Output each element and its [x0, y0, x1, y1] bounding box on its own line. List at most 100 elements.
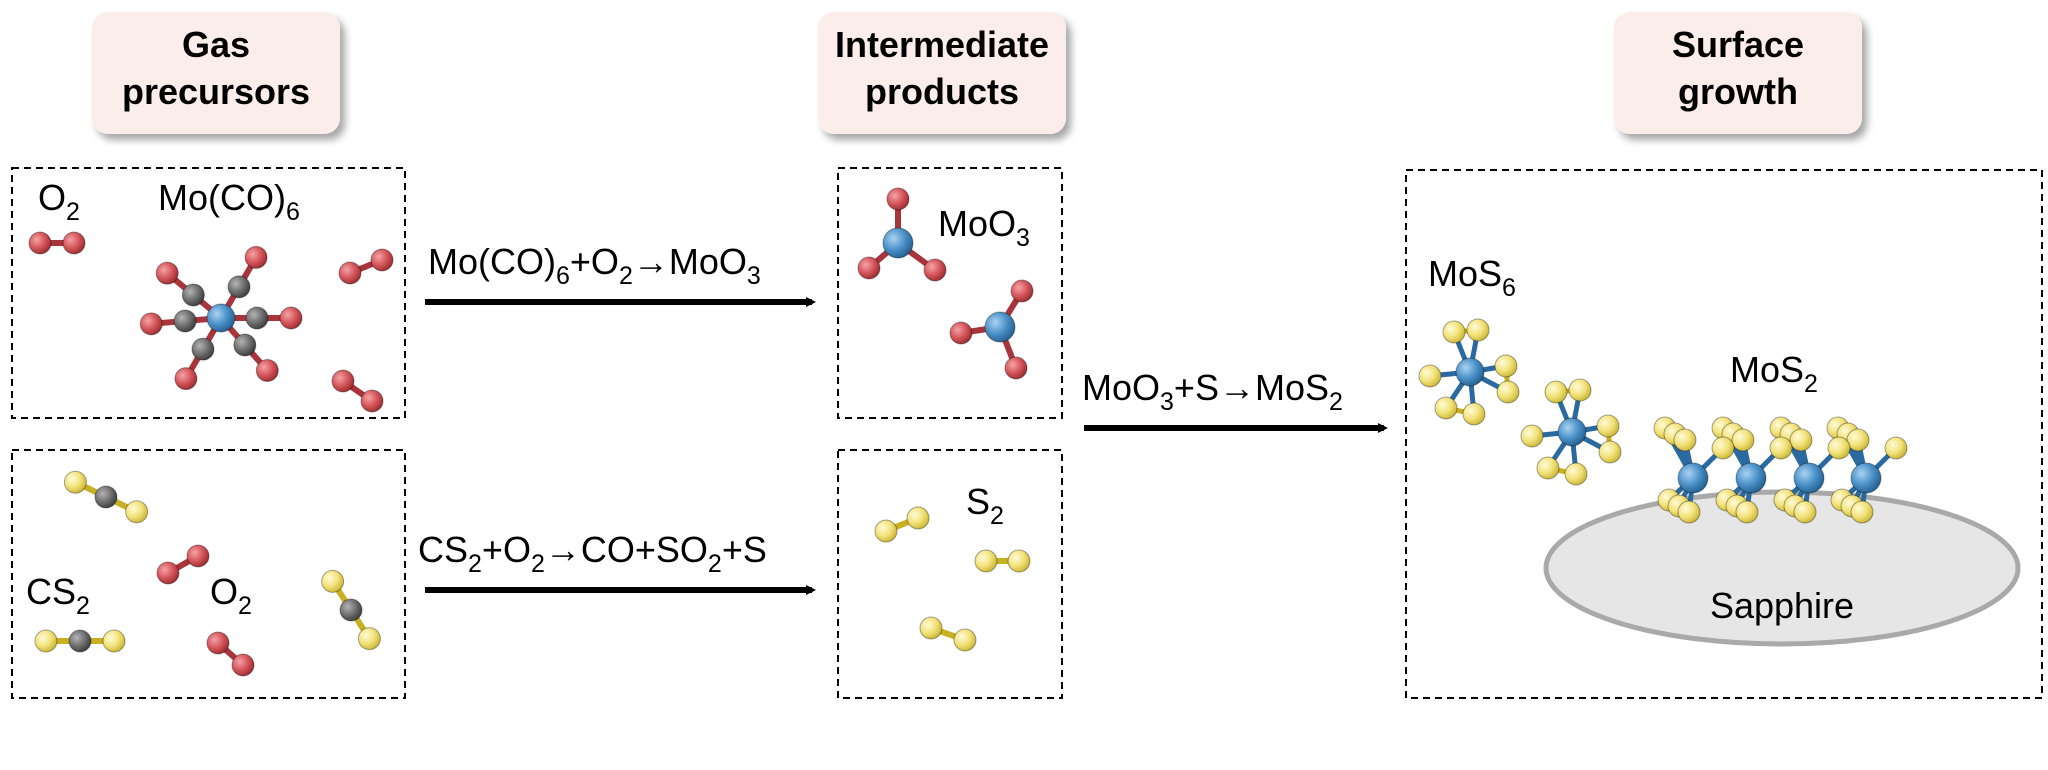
sulfur-atom — [1462, 402, 1486, 426]
header-intermediate-line1: Intermediate — [835, 24, 1049, 65]
mos6-molecule — [1520, 378, 1622, 486]
oxygen-atom — [1010, 279, 1034, 303]
sulfur-atom — [1793, 500, 1817, 524]
sulfur-atom — [63, 470, 87, 494]
molybdenum-atom — [1557, 417, 1587, 447]
s2-molecule — [874, 506, 930, 543]
moo3-molecule — [857, 187, 947, 282]
label-mos2: MoS2 — [1730, 349, 1818, 398]
molybdenum-atom — [882, 227, 914, 259]
sulfur-atom — [1494, 354, 1518, 378]
oxygen-atom — [857, 256, 881, 280]
oxygen-atom — [886, 187, 910, 211]
molybdenum-atom — [1677, 462, 1709, 494]
s2-molecule — [974, 549, 1031, 573]
box-gas-bottom — [11, 449, 406, 699]
molybdenum-atom — [1735, 462, 1767, 494]
oxygen-atom — [139, 312, 163, 336]
sulfur-atom — [1596, 414, 1620, 438]
oxygen-atom — [206, 631, 230, 655]
oxygen-atom — [174, 367, 198, 391]
oxygen-atom — [1004, 356, 1028, 380]
sulfur-atom — [1884, 436, 1908, 460]
sulfur-atom — [1466, 318, 1490, 342]
label-s2: S2 — [966, 481, 1004, 530]
sulfur-atom — [125, 500, 149, 524]
header-intermediate-line2: products — [865, 71, 1019, 112]
sulfur-atom — [919, 616, 943, 640]
sulfur-atom — [1711, 436, 1735, 460]
reaction-3-equation: MoO3+S→MoS2 — [1082, 367, 1343, 416]
cs2-molecule — [63, 470, 149, 524]
oxygen-atom — [331, 369, 355, 393]
molybdenum-atom — [1850, 462, 1882, 494]
molybdenum-atom — [984, 311, 1016, 343]
oxygen-atom — [155, 261, 179, 285]
o2-molecule — [206, 631, 255, 677]
label-o2-top: O2 — [38, 177, 80, 226]
sulfur-atom — [874, 519, 898, 543]
cs2-molecule — [34, 629, 126, 653]
oxygen-atom — [28, 231, 52, 255]
carbon-atom — [181, 283, 205, 307]
label-o2-bottom: O2 — [210, 571, 252, 620]
header-gas-line1: Gas — [182, 24, 250, 65]
sulfur-atom — [1520, 424, 1544, 448]
sulfur-atom — [1442, 320, 1466, 344]
sulfur-atom — [1850, 500, 1874, 524]
carbon-atom — [233, 333, 257, 357]
oxygen-atom — [255, 358, 279, 382]
label-moo3: MoO3 — [938, 203, 1030, 252]
label-cs2: CS2 — [26, 571, 90, 620]
moco6-molecule — [139, 245, 303, 391]
header-surface-line1: Surface — [1672, 24, 1804, 65]
oxygen-atom — [370, 248, 394, 272]
sulfur-atom — [1564, 462, 1588, 486]
moo3-molecule — [949, 279, 1034, 380]
carbon-atom — [191, 337, 215, 361]
s2-molecule — [919, 616, 977, 652]
header-gas-line2: precursors — [122, 71, 310, 112]
oxygen-atom — [62, 231, 86, 255]
oxygen-atom — [338, 261, 362, 285]
box-intermediate-bottom — [837, 449, 1063, 699]
sulfur-atom — [1789, 428, 1813, 452]
o2-molecule — [331, 369, 384, 413]
carbon-atom — [94, 485, 118, 509]
oxygen-atom — [156, 561, 180, 585]
label-moco6: Mo(CO)6 — [158, 177, 300, 226]
oxygen-atom — [949, 321, 973, 345]
mos2-layer — [1653, 416, 1908, 524]
sulfur-atom — [1735, 500, 1759, 524]
oxygen-atom — [186, 544, 210, 568]
molybdenum-atom — [1455, 357, 1485, 387]
header-intermediate-products: Intermediate products — [818, 12, 1066, 134]
carbon-atom — [245, 306, 269, 330]
o2-molecule — [338, 248, 394, 285]
reaction-2-equation: CS2+O2→CO+SO2+S — [418, 529, 767, 578]
sulfur-atom — [1846, 428, 1870, 452]
sulfur-atom — [34, 629, 58, 653]
sulfur-atom — [974, 549, 998, 573]
sulfur-atom — [357, 627, 381, 651]
o2-molecule — [28, 231, 86, 255]
mos6-molecule — [1418, 318, 1520, 426]
carbon-atom — [339, 598, 363, 622]
sulfur-atom — [953, 628, 977, 652]
carbon-atom — [173, 309, 197, 333]
oxygen-atom — [360, 389, 384, 413]
reaction-1-equation: Mo(CO)6+O2→MoO3 — [428, 241, 761, 290]
sulfur-atom — [906, 506, 930, 530]
sulfur-atom — [1677, 500, 1701, 524]
sulfur-atom — [1496, 380, 1520, 404]
sapphire-substrate: Sapphire — [1543, 489, 2021, 647]
sulfur-atom — [102, 629, 126, 653]
oxygen-atom — [279, 306, 303, 330]
header-surface-growth: Surface growth — [1614, 12, 1862, 134]
sulfur-atom — [1769, 436, 1793, 460]
o2-molecule — [156, 544, 210, 585]
sulfur-atom — [1568, 378, 1592, 402]
sulfur-atom — [1007, 549, 1031, 573]
sulfur-atom — [1598, 440, 1622, 464]
carbon-atom — [227, 275, 251, 299]
